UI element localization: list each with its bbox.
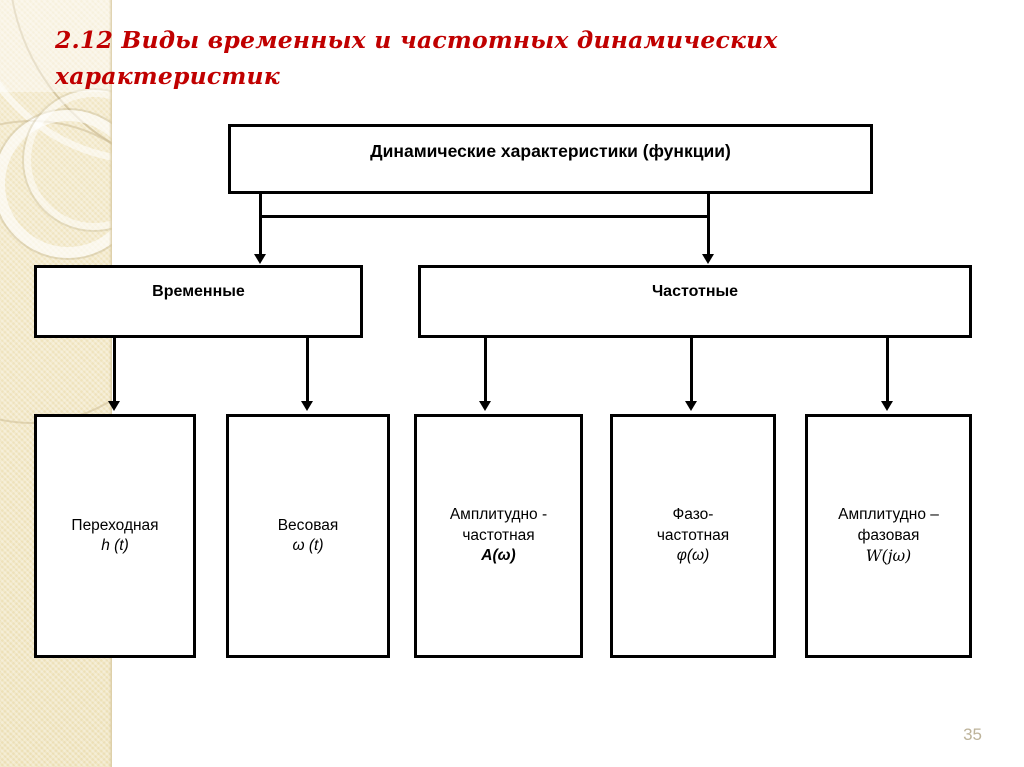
- arrow-root-to-time: [254, 254, 266, 264]
- page-number: 35: [963, 725, 982, 744]
- node-leaf-transient: Переходная h (t): [34, 414, 196, 658]
- node-leaf-transient-text: Переходная h (t): [65, 516, 164, 557]
- node-leaf-amplitude-phase: Амплитудно – фазовая W(jω): [805, 414, 972, 658]
- connector-freq-to-pfc: [690, 338, 693, 402]
- node-group-time-label: Временные: [152, 283, 245, 300]
- leaf-line1: Переходная: [71, 516, 159, 534]
- leaf-symbol: h (t): [101, 537, 129, 554]
- arrow-time-to-transient: [108, 401, 120, 411]
- sidebar-edge-line: [109, 0, 112, 767]
- connector-time-to-weight: [306, 338, 309, 402]
- sidebar-top-wash: [0, 0, 112, 92]
- leaf-line2: частотная: [462, 526, 535, 544]
- leaf-line1: Амплитудно -: [449, 506, 548, 524]
- leaf-line1: Амплитудно –: [838, 506, 939, 524]
- node-leaf-phase-frequency: Фазо- частотная φ(ω): [610, 414, 776, 658]
- connector-time-to-transient: [113, 338, 116, 402]
- arrow-root-to-freq: [702, 254, 714, 264]
- page-title: 2.12 Виды временных и частотных динамиче…: [55, 26, 778, 90]
- node-leaf-weight: Весовая ω (t): [226, 414, 390, 658]
- node-group-time: Временные: [34, 265, 363, 338]
- leaf-symbol: ω (t): [292, 537, 324, 554]
- leaf-symbol: A(ω): [481, 547, 516, 565]
- leaf-line1: Весовая: [277, 516, 339, 534]
- node-leaf-phase-frequency-text: Фазо- частотная φ(ω): [651, 505, 735, 566]
- node-root-label: Динамические характеристики (функции): [370, 141, 731, 161]
- leaf-symbol: W(jω): [865, 547, 912, 566]
- connector-root-stem-right: [707, 194, 710, 218]
- node-leaf-amplitude-frequency-text: Амплитудно - частотная A(ω): [444, 505, 553, 566]
- connector-root-to-time: [259, 215, 262, 255]
- connector-freq-to-apfc: [886, 338, 889, 402]
- node-group-freq-label: Частотные: [651, 283, 739, 300]
- arrow-freq-to-afc: [479, 401, 491, 411]
- connector-root-stem-left: [259, 194, 262, 218]
- leaf-line2: фазовая: [857, 526, 920, 544]
- leaf-line2: частотная: [656, 526, 730, 544]
- arrow-freq-to-pfc: [685, 401, 697, 411]
- leaf-symbol: φ(ω): [676, 547, 710, 565]
- arrow-freq-to-apfc: [881, 401, 893, 411]
- node-leaf-weight-text: Весовая ω (t): [272, 516, 345, 557]
- connector-root-bar: [259, 215, 710, 218]
- connector-root-to-freq: [707, 215, 710, 255]
- leaf-line1: Фазо-: [672, 506, 714, 524]
- arrow-time-to-weight: [301, 401, 313, 411]
- node-group-freq: Частотные: [418, 265, 972, 338]
- node-leaf-amplitude-phase-text: Амплитудно – фазовая W(jω): [832, 505, 945, 566]
- node-root: Динамические характеристики (функции): [228, 124, 873, 194]
- connector-freq-to-afc: [484, 338, 487, 402]
- node-leaf-amplitude-frequency: Амплитудно - частотная A(ω): [414, 414, 583, 658]
